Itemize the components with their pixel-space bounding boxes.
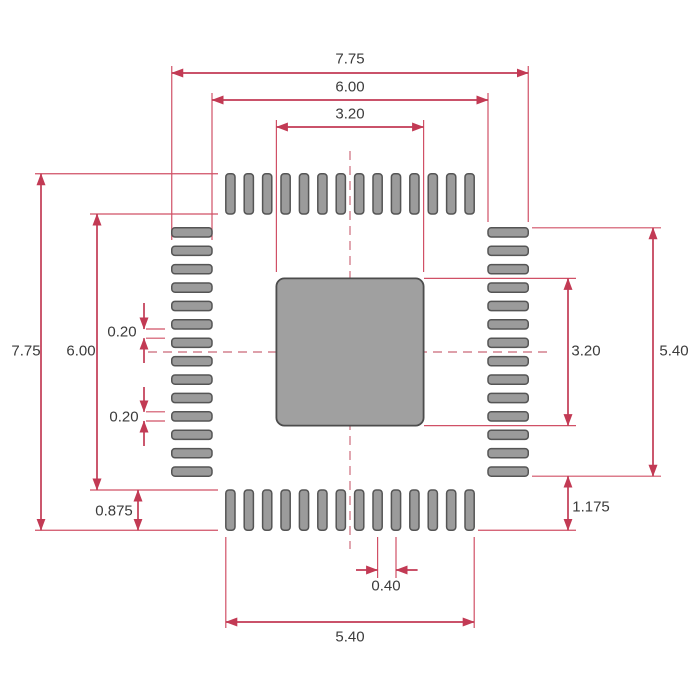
dim-label-bottom-pitch: 0.40 <box>371 577 401 595</box>
pad <box>171 447 213 459</box>
pad <box>409 489 420 531</box>
thermal-pad <box>275 277 425 427</box>
pad <box>487 429 529 441</box>
dim-label-left-pad-span: 6.00 <box>66 342 96 360</box>
pad <box>171 411 213 422</box>
extension-lines-right <box>424 227 661 531</box>
pad <box>171 282 213 293</box>
dim-label-left-pad-gap: 0.20 <box>107 323 137 341</box>
pad <box>171 392 213 404</box>
pad <box>171 466 213 477</box>
pad <box>335 173 347 215</box>
pad <box>487 466 529 477</box>
dim-label-bottom-row-span: 5.40 <box>335 628 365 646</box>
pad <box>171 300 213 312</box>
extension-lines-top <box>171 66 529 272</box>
pad <box>487 447 529 459</box>
pad <box>171 319 213 330</box>
dim-label-top-overall: 7.75 <box>335 50 365 68</box>
pad <box>427 173 439 215</box>
pad <box>317 489 328 531</box>
pad <box>171 374 213 385</box>
extension-lines-bottom <box>225 537 475 628</box>
pad <box>243 489 255 531</box>
pad <box>280 489 291 531</box>
pad <box>487 300 529 312</box>
pad <box>280 173 291 215</box>
pad <box>487 319 529 330</box>
pad <box>225 489 236 531</box>
pad <box>335 489 347 531</box>
extension-lines-left <box>35 173 218 531</box>
pad <box>353 173 365 215</box>
dim-label-left-pad-length: 0.875 <box>95 502 133 520</box>
pad <box>171 429 213 441</box>
pad <box>487 355 529 367</box>
pad <box>171 227 213 238</box>
pad <box>261 173 273 215</box>
pad <box>353 489 365 531</box>
dim-label-right-corner-offset: 1.175 <box>572 498 610 516</box>
pad <box>317 173 328 215</box>
dim-label-top-pad-span: 6.00 <box>335 78 365 96</box>
pad <box>390 173 402 215</box>
pad <box>171 355 213 367</box>
pad <box>487 411 529 422</box>
pad-grid <box>171 173 529 531</box>
dim-label-right-row-span: 5.40 <box>659 342 689 360</box>
dim-left-pad-gap <box>139 303 165 363</box>
pad <box>445 173 457 215</box>
pad <box>409 173 420 215</box>
dim-label-left-overall: 7.75 <box>11 342 41 360</box>
pad <box>225 173 236 215</box>
dim-label-top-thermal: 3.20 <box>335 105 365 123</box>
pad <box>171 337 213 349</box>
pad <box>487 227 529 238</box>
pad <box>487 337 529 349</box>
pad <box>487 374 529 385</box>
pad <box>464 173 475 215</box>
pad <box>487 263 529 275</box>
pad <box>487 245 529 257</box>
pad <box>487 282 529 293</box>
pad <box>298 489 310 531</box>
pad <box>427 489 439 531</box>
pad <box>243 173 255 215</box>
pad <box>298 173 310 215</box>
pad <box>171 245 213 257</box>
pad <box>464 489 475 531</box>
dim-left-pad-width <box>139 387 165 446</box>
pad <box>372 173 383 215</box>
pad <box>445 489 457 531</box>
dim-label-right-thermal: 3.20 <box>571 342 601 360</box>
pad <box>487 392 529 404</box>
pad <box>261 489 273 531</box>
pad <box>171 263 213 275</box>
pad <box>372 489 383 531</box>
pad <box>390 489 402 531</box>
dim-label-left-pad-width: 0.20 <box>109 408 139 426</box>
